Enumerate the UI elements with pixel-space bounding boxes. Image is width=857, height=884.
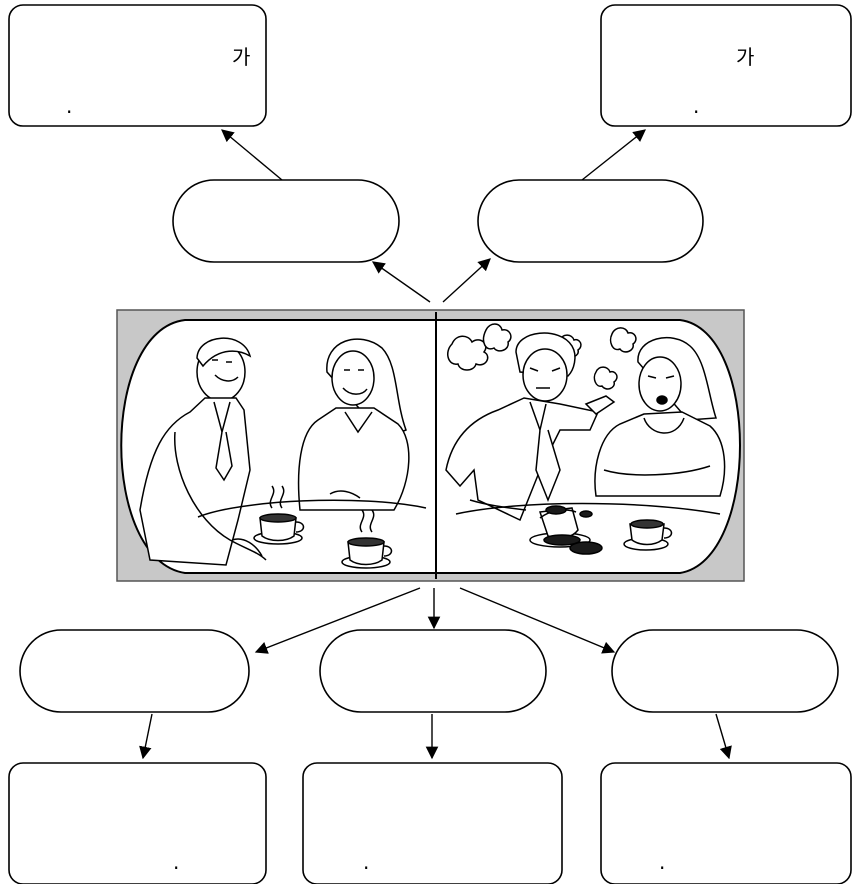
top-right-box-char: 가	[736, 45, 755, 69]
top-left-oval	[172, 179, 400, 263]
top-right-box-dot: .	[693, 94, 700, 118]
angry-argument-scene	[445, 323, 726, 555]
top-right-oval	[477, 179, 704, 263]
arrow-center-to-bottom-left-oval	[254, 587, 421, 654]
arrow-center-to-top-right-oval	[442, 258, 491, 303]
central-illustration	[116, 309, 745, 582]
arrow-center-to-bottom-right-oval	[459, 587, 616, 654]
bottom-left-box-dot: .	[173, 850, 180, 874]
friendly-conversation-scene	[139, 337, 427, 569]
bottom-right-box	[600, 762, 852, 884]
bottom-middle-box	[302, 762, 563, 884]
arrow-top-left-oval-to-box	[221, 129, 283, 181]
bottom-middle-oval	[319, 629, 547, 713]
top-left-box-char: 가	[232, 45, 251, 69]
top-left-box	[8, 4, 267, 127]
coffee-cup	[623, 519, 673, 551]
coffee-cup	[341, 509, 393, 569]
bottom-right-oval	[611, 629, 839, 713]
top-left-box-dot: .	[66, 94, 73, 118]
top-right-box	[600, 4, 852, 127]
bottom-middle-box-dot: .	[363, 850, 370, 874]
coffee-cup	[253, 485, 305, 545]
bottom-left-oval	[19, 629, 250, 713]
arrow-bottom-right-oval-to-box	[715, 713, 732, 760]
arrow-top-right-oval-to-box	[581, 129, 646, 181]
bottom-left-box	[8, 762, 267, 884]
arrow-bottom-left-oval-to-box	[139, 713, 153, 760]
bottom-right-box-dot: .	[659, 850, 666, 874]
arrow-center-to-top-left-oval	[371, 261, 431, 303]
